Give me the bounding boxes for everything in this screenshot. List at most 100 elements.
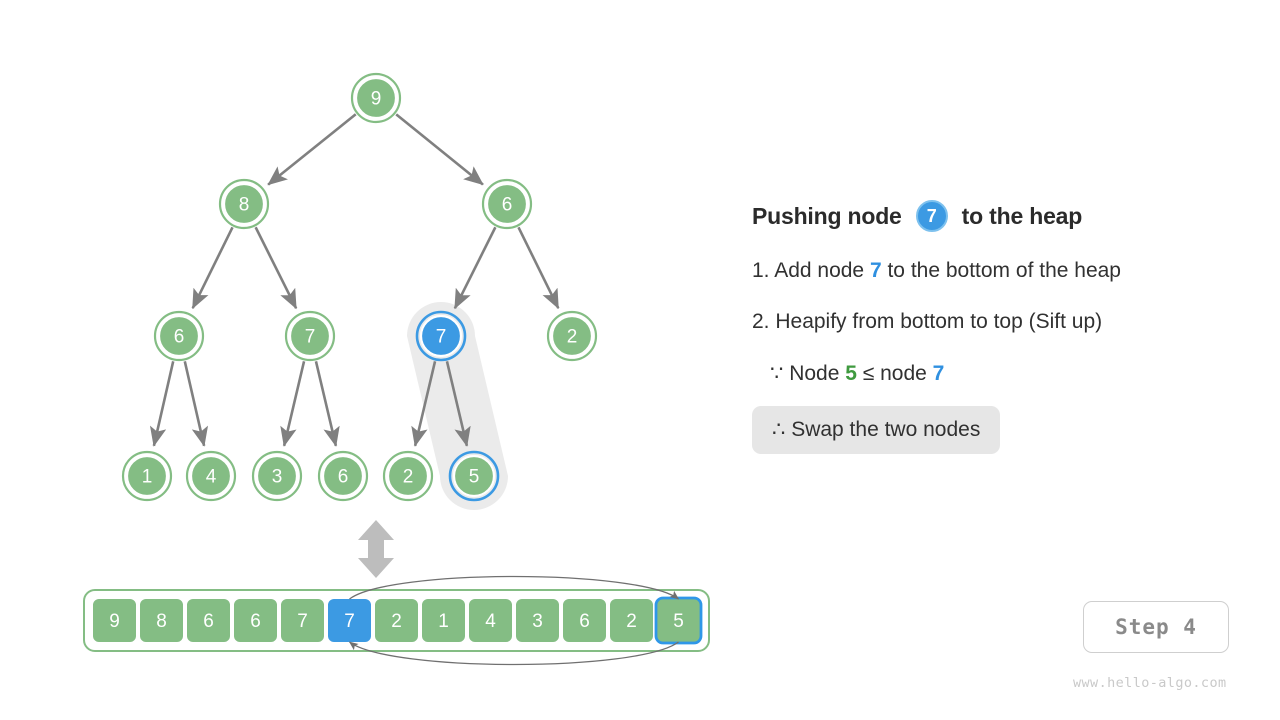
array-cell-label: 7: [297, 611, 308, 632]
array-cell[interactable]: 5: [654, 596, 703, 645]
array-cell[interactable]: 8: [138, 597, 185, 644]
tree-edge: [314, 361, 340, 447]
array-cell-label: 7: [344, 611, 355, 632]
array-cell[interactable]: 3: [514, 597, 561, 644]
array-outline: [83, 589, 710, 652]
array-cell[interactable]: 6: [561, 597, 608, 644]
tree-node[interactable]: 8: [218, 178, 270, 230]
step-2-line: 2. Heapify from bottom to top (Sift up): [752, 310, 1103, 333]
tree-node-label: 6: [338, 467, 349, 488]
array-cell-box: [138, 597, 185, 644]
array-cell-box: [373, 597, 420, 644]
tree-edge: [191, 226, 234, 310]
array-cell[interactable]: 7: [326, 597, 373, 644]
tree-node-label: 6: [502, 195, 513, 216]
tree-node-ring: [218, 178, 270, 230]
tree-node-ring: [317, 450, 369, 502]
tree-node[interactable]: 3: [251, 450, 303, 502]
tree-node-circle: [354, 76, 398, 120]
tree-node-circle: [288, 314, 332, 358]
tree-node-label: 8: [239, 195, 250, 216]
tree-node-ring: [185, 450, 237, 502]
tree-edge: [453, 226, 497, 310]
tree-node[interactable]: 7: [415, 310, 467, 362]
tree-node[interactable]: 6: [153, 310, 205, 362]
binary-tree-diagram: 9 8 6 6 7 7 2 1 4 3 6 2 5: [121, 72, 598, 510]
tree-node-label: 7: [436, 327, 447, 348]
tree-node-label: 1: [142, 467, 153, 488]
array-cell-label: 3: [532, 611, 543, 632]
conclusion-badge: ∴ Swap the two nodes: [752, 406, 1001, 454]
array-cell-label: 4: [485, 611, 496, 632]
tree-node-circle: [125, 454, 169, 498]
tree-node-circle: [321, 454, 365, 498]
array-cell[interactable]: 4: [467, 597, 514, 644]
array-cell-label: 1: [438, 611, 449, 632]
tree-edge: [280, 361, 306, 447]
step-1-text-pre: 1. Add node: [752, 259, 870, 282]
tree-node-circle: [485, 182, 529, 226]
tree-node-label: 2: [403, 467, 414, 488]
tree-node-circle: [386, 454, 430, 498]
title-text-after: to the heap: [961, 202, 1083, 229]
tree-node[interactable]: 1: [121, 450, 173, 502]
tree-edge: [149, 361, 175, 447]
array-cell-label: 2: [391, 611, 402, 632]
step-indicator: Step 4: [1083, 601, 1229, 653]
tree-edge: [411, 361, 437, 447]
tree-node-label: 9: [371, 89, 382, 110]
tree-node[interactable]: 5: [448, 450, 500, 502]
tree-edge: [445, 361, 471, 447]
tree-array-equivalence-arrow: [358, 520, 394, 578]
tree-edge: [517, 226, 560, 310]
array-cell[interactable]: 2: [608, 597, 655, 644]
tree-node-circle: [419, 314, 463, 358]
reason-right-value: 7: [932, 362, 945, 385]
array-cell-label: 2: [626, 611, 637, 632]
tree-node-label: 4: [206, 467, 217, 488]
tree-edge: [395, 113, 484, 186]
array-cell-label: 5: [673, 611, 684, 632]
array-swap-arrows: [348, 575, 680, 666]
tree-node-ring: [121, 450, 173, 502]
array-cell[interactable]: 6: [232, 597, 279, 644]
array-cell[interactable]: 6: [185, 597, 232, 644]
step-1-line: 1. Add node 7 to the bottom of the heap: [752, 259, 1252, 283]
tree-node[interactable]: 2: [546, 310, 598, 362]
tree-node-ring: [284, 310, 336, 362]
reason-text-mid: ≤ node: [856, 362, 933, 385]
tree-node-ring: [153, 310, 205, 362]
explanation-panel: Pushing node 7 to the heap 1. Add node 7…: [752, 200, 1252, 454]
tree-node-ring: [481, 178, 533, 230]
tree-node-circle: [157, 314, 201, 358]
array-cell[interactable]: 9: [91, 597, 138, 644]
array-cell-box: [467, 597, 514, 644]
tree-node-circle: [550, 314, 594, 358]
array-cell-label: 9: [109, 611, 120, 632]
tree-node[interactable]: 9: [350, 72, 402, 124]
array-cell[interactable]: 7: [279, 597, 326, 644]
array-cell[interactable]: 2: [373, 597, 420, 644]
tree-node[interactable]: 4: [185, 450, 237, 502]
tree-node[interactable]: 7: [284, 310, 336, 362]
array-cell[interactable]: 1: [420, 597, 467, 644]
tree-node-label: 6: [174, 327, 185, 348]
tree-node-ring: [251, 450, 303, 502]
tree-node[interactable]: 6: [481, 178, 533, 230]
tree-edges: [149, 113, 560, 447]
step-1-text-post: to the bottom of the heap: [881, 259, 1121, 282]
array-cell-box: [514, 597, 561, 644]
array-cell-label: 8: [156, 611, 167, 632]
title-node-badge: 7: [915, 200, 948, 232]
array-cell-box: [232, 597, 279, 644]
array-cell-label: 6: [579, 611, 590, 632]
reason-line: ∵ Node 5 ≤ node 7: [770, 361, 1252, 386]
tree-node-ring: [448, 450, 500, 502]
tree-node[interactable]: 2: [382, 450, 434, 502]
array-cell-box: [279, 597, 326, 644]
array-cell-box: [608, 597, 655, 644]
tree-node[interactable]: 6: [317, 450, 369, 502]
array-swap-arrow-forward: [349, 575, 680, 600]
